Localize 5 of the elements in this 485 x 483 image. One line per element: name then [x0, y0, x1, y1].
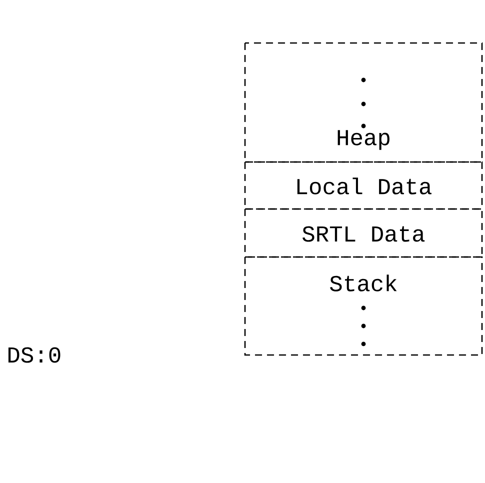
address-label: DS:0: [8, 347, 60, 363]
memory-block: Heap: [244, 42, 483, 163]
memory-block: SRTL Data: [244, 208, 483, 258]
memory-block: Local Data: [244, 161, 483, 210]
memory-block: Stack: [244, 256, 483, 356]
